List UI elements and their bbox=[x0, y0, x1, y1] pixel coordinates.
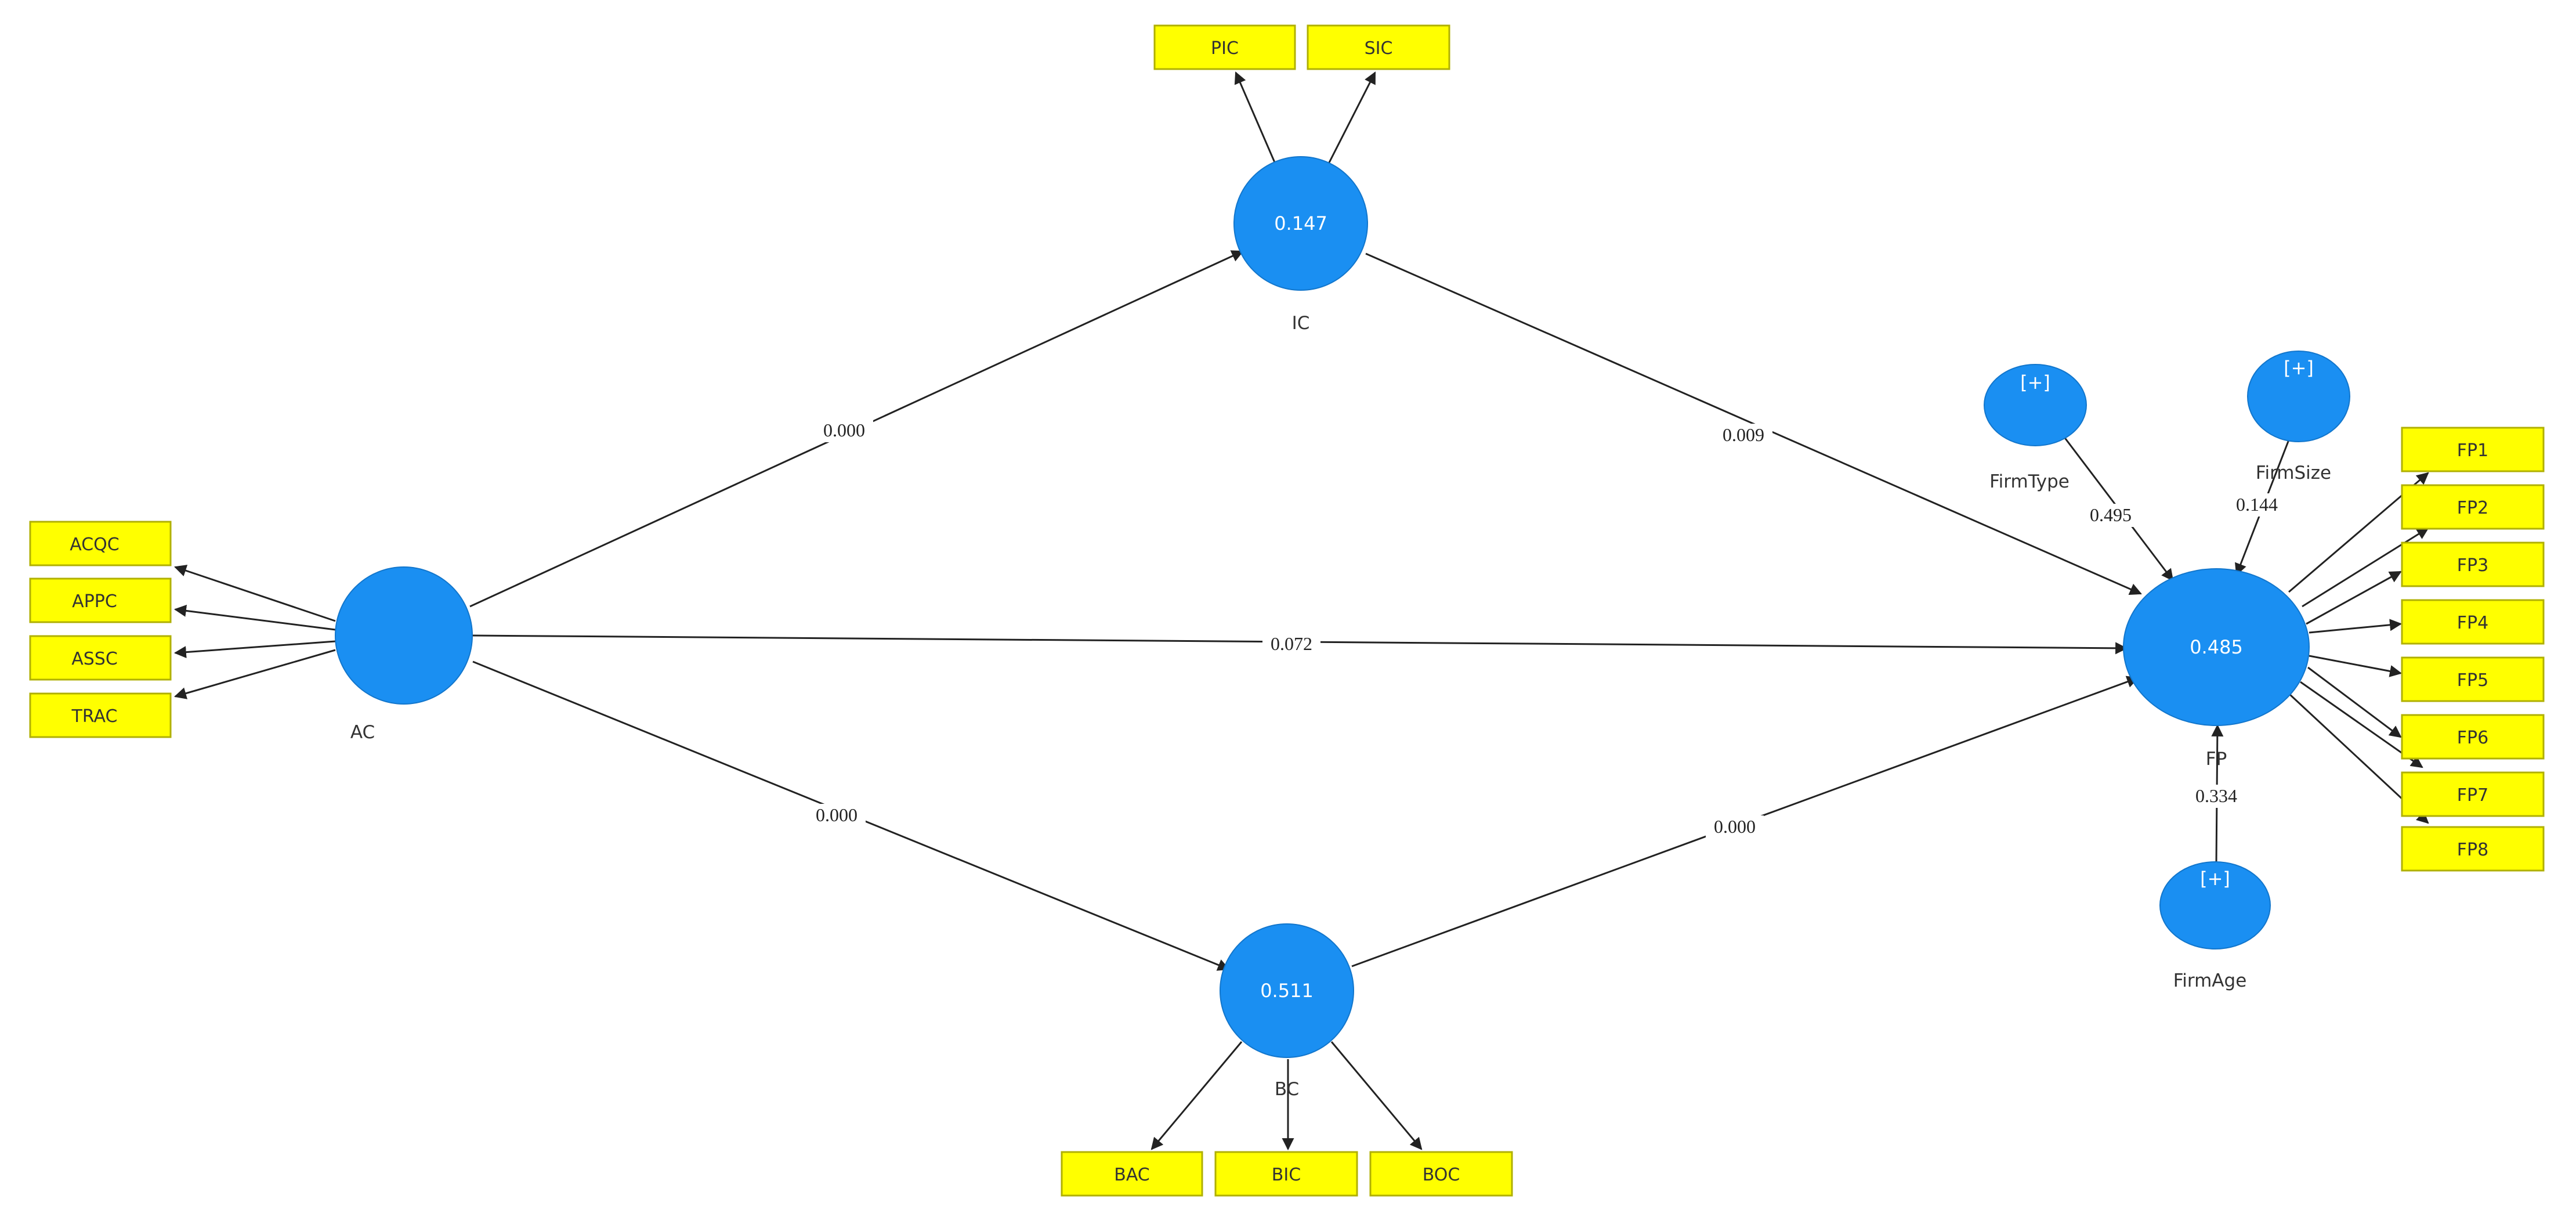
path-label-ac-fp: 0.072 bbox=[1271, 633, 1312, 654]
indicator-sic-label: SIC bbox=[1365, 38, 1393, 59]
path-firmage-fp[interactable]: 0.334 bbox=[2187, 724, 2245, 864]
loading-ac-acqc bbox=[174, 565, 336, 622]
loading-fp-fp6 bbox=[2307, 666, 2402, 738]
indicator-boc-label: BOC bbox=[1423, 1165, 1460, 1185]
path-firmsize-fp[interactable]: 0.144 bbox=[2228, 439, 2290, 576]
indicator-assc-label: ASSC bbox=[71, 649, 118, 669]
construct-firmage[interactable]: [+] FirmAge bbox=[2159, 861, 2271, 991]
construct-ic-label: IC bbox=[1292, 313, 1310, 334]
indicator-acqc[interactable]: ACQC bbox=[29, 521, 172, 566]
construct-bc[interactable]: 0.511 BC bbox=[1220, 923, 1354, 1100]
indicator-trac-label: TRAC bbox=[71, 706, 118, 727]
indicator-fp4[interactable]: FP4 bbox=[2401, 599, 2545, 645]
indicator-pic[interactable]: PIC bbox=[1153, 24, 1296, 70]
path-label-firmage-fp: 0.334 bbox=[2195, 785, 2237, 806]
indicator-fp7-label: FP7 bbox=[2457, 785, 2488, 806]
indicator-bic[interactable]: BIC bbox=[1214, 1151, 1358, 1197]
path-bc-fp[interactable]: 0.000 bbox=[1351, 676, 2139, 967]
construct-fp-value: 0.485 bbox=[2190, 636, 2243, 658]
loading-ic-sic bbox=[1327, 71, 1376, 164]
indicator-pic-label: PIC bbox=[1211, 38, 1239, 59]
construct-ac[interactable]: AC bbox=[335, 566, 473, 743]
construct-firmsize-value: [+] bbox=[2284, 357, 2314, 379]
path-ic-fp[interactable]: 0.009 bbox=[1365, 252, 2142, 595]
construct-ic[interactable]: 0.147 IC bbox=[1233, 156, 1368, 334]
path-label-ic-fp: 0.009 bbox=[1723, 424, 1764, 445]
indicator-acqc-label: ACQC bbox=[70, 535, 120, 555]
construct-firmsize-label: FirmSize bbox=[2256, 463, 2331, 483]
construct-firmsize[interactable]: [+] FirmSize bbox=[2247, 351, 2350, 483]
path-ac-fp[interactable]: 0.072 bbox=[472, 633, 2128, 656]
construct-ac-label: AC bbox=[350, 722, 375, 743]
path-ac-ic[interactable]: 0.000 bbox=[469, 250, 1244, 608]
construct-firmtype-label: FirmType bbox=[1989, 471, 2070, 492]
indicator-trac[interactable]: TRAC bbox=[29, 692, 172, 738]
indicator-sic[interactable]: SIC bbox=[1307, 24, 1450, 70]
path-label-ac-ic: 0.000 bbox=[823, 420, 865, 441]
loading-ac-trac bbox=[173, 649, 336, 699]
indicator-assc[interactable]: ASSC bbox=[29, 635, 172, 681]
loading-bc-bac bbox=[1150, 1041, 1243, 1150]
path-ac-bc[interactable]: 0.000 bbox=[472, 660, 1230, 971]
construct-bc-value: 0.511 bbox=[1260, 980, 1314, 1002]
indicator-fp5-label: FP5 bbox=[2457, 670, 2488, 691]
indicator-bac[interactable]: BAC bbox=[1061, 1151, 1203, 1197]
loading-ac-appc bbox=[173, 604, 336, 631]
loading-ic-pic bbox=[1234, 71, 1276, 164]
indicator-fp2-label: FP2 bbox=[2457, 498, 2488, 518]
indicator-bac-label: BAC bbox=[1114, 1165, 1150, 1185]
indicator-fp3[interactable]: FP3 bbox=[2401, 541, 2545, 587]
construct-firmtype[interactable]: [+] FirmType bbox=[1984, 364, 2087, 492]
loading-bc-boc bbox=[1330, 1041, 1423, 1150]
indicator-fp1[interactable]: FP1 bbox=[2401, 427, 2545, 472]
indicator-fp7[interactable]: FP7 bbox=[2401, 771, 2545, 817]
indicator-bic-label: BIC bbox=[1272, 1165, 1301, 1185]
construct-firmage-value: [+] bbox=[2200, 868, 2230, 890]
indicator-fp4-label: FP4 bbox=[2457, 613, 2488, 633]
indicator-appc-label: APPC bbox=[72, 591, 117, 612]
loading-fp-fp5 bbox=[2309, 655, 2403, 677]
construct-fp-label: FP bbox=[2206, 749, 2227, 770]
indicator-boc[interactable]: BOC bbox=[1369, 1151, 1513, 1197]
indicator-fp8-label: FP8 bbox=[2457, 840, 2488, 860]
construct-ic-value: 0.147 bbox=[1274, 212, 1327, 234]
indicator-fp5[interactable]: FP5 bbox=[2401, 656, 2545, 702]
indicator-fp6[interactable]: FP6 bbox=[2401, 714, 2545, 760]
indicator-fp6-label: FP6 bbox=[2457, 728, 2488, 748]
loading-fp-fp3 bbox=[2306, 571, 2402, 625]
path-label-firmsize-fp: 0.144 bbox=[2236, 494, 2278, 515]
loading-ac-assc bbox=[173, 640, 336, 659]
construct-firmtype-value: [+] bbox=[2020, 371, 2050, 393]
construct-fp[interactable]: 0.485 FP bbox=[2123, 568, 2310, 770]
indicator-fp3-label: FP3 bbox=[2457, 555, 2488, 576]
loading-fp-fp4 bbox=[2309, 619, 2403, 634]
loading-fp-fp2 bbox=[2302, 527, 2429, 608]
path-label-bc-fp: 0.000 bbox=[1714, 816, 1756, 837]
construct-firmage-label: FirmAge bbox=[2173, 970, 2247, 991]
path-label-ac-bc: 0.000 bbox=[816, 804, 858, 825]
construct-bc-label: BC bbox=[1275, 1079, 1299, 1100]
indicator-fp8[interactable]: FP8 bbox=[2401, 826, 2545, 872]
indicator-fp2[interactable]: FP2 bbox=[2401, 484, 2545, 530]
indicator-appc[interactable]: APPC bbox=[29, 577, 172, 623]
path-firmtype-fp[interactable]: 0.495 bbox=[2057, 429, 2174, 582]
indicator-fp1-label: FP1 bbox=[2457, 441, 2488, 461]
path-label-firmtype-fp: 0.495 bbox=[2090, 504, 2132, 525]
